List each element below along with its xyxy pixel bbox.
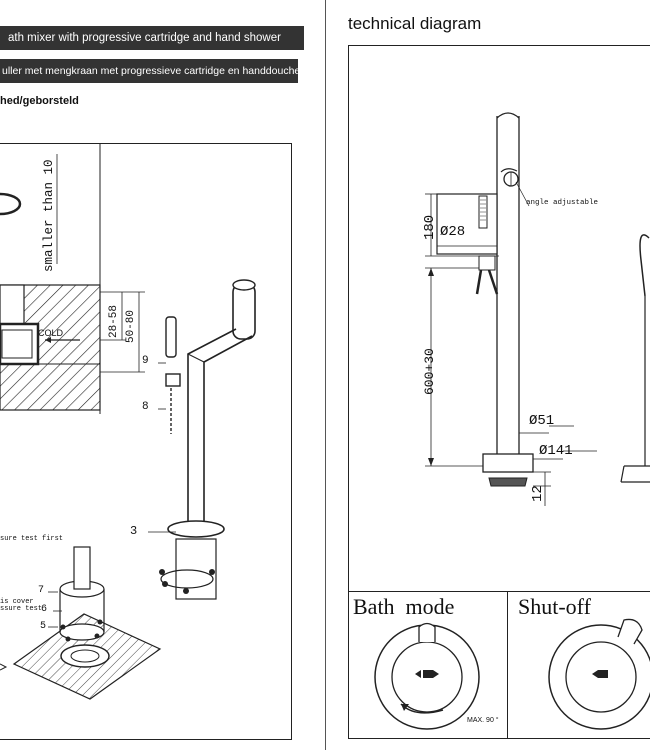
callout-6: 6 [41, 604, 48, 615]
technical-diagram-heading: technical diagram [348, 14, 482, 33]
shut-off-panel: Shut-off [506, 591, 650, 739]
cold-label: COLD [38, 328, 64, 338]
callout-5: 5 [40, 621, 47, 632]
technical-diagram-frame [348, 45, 650, 592]
dim-12: 12 [530, 485, 546, 502]
smaller-than-label: smaller than 10 [42, 159, 56, 272]
shut-off-handle-diagram [548, 618, 650, 730]
note-cover: is cover [0, 598, 34, 606]
callout-3: 3 [130, 524, 138, 538]
dim-28-58: 28-58 [108, 304, 120, 338]
page-divider [325, 0, 326, 750]
bath-mode-panel: Bath mode MAX. 90 ° [348, 591, 508, 739]
installation-drawing [0, 144, 256, 700]
installation-diagram [0, 143, 292, 740]
product-title-nl: uller met mengkraan met progressieve car… [0, 59, 298, 83]
dim-diameter-141: Ø141 [539, 443, 573, 459]
bath-mode-label: Bath mode [353, 594, 455, 619]
right-page: technical diagram [326, 0, 650, 750]
shut-off-label: Shut-off [518, 594, 591, 619]
angle-adjustable-label: angle adjustable [526, 199, 599, 207]
note-pressure-test: ssure test [0, 605, 43, 613]
bath-mode-handle-diagram [374, 622, 480, 730]
finish-label: hed/geborsteld [0, 95, 79, 107]
dim-diameter-51: Ø51 [529, 413, 555, 429]
callout-7: 7 [38, 585, 45, 596]
max-angle-label: MAX. 90 ° [467, 717, 499, 724]
dim-600-30: 600+30 [422, 348, 437, 395]
faucet-dimension-drawing [425, 112, 650, 506]
left-page: ath mixer with progressive cartridge and… [0, 26, 304, 740]
dim-diameter-28: Ø28 [440, 224, 466, 240]
note-test-first: sure test first [0, 535, 64, 543]
product-title-en: ath mixer with progressive cartridge and… [0, 26, 304, 50]
dim-180: 180 [422, 214, 438, 240]
callout-9: 9 [142, 355, 149, 367]
dim-50-80: 50-80 [125, 309, 137, 343]
callout-8: 8 [142, 401, 149, 413]
